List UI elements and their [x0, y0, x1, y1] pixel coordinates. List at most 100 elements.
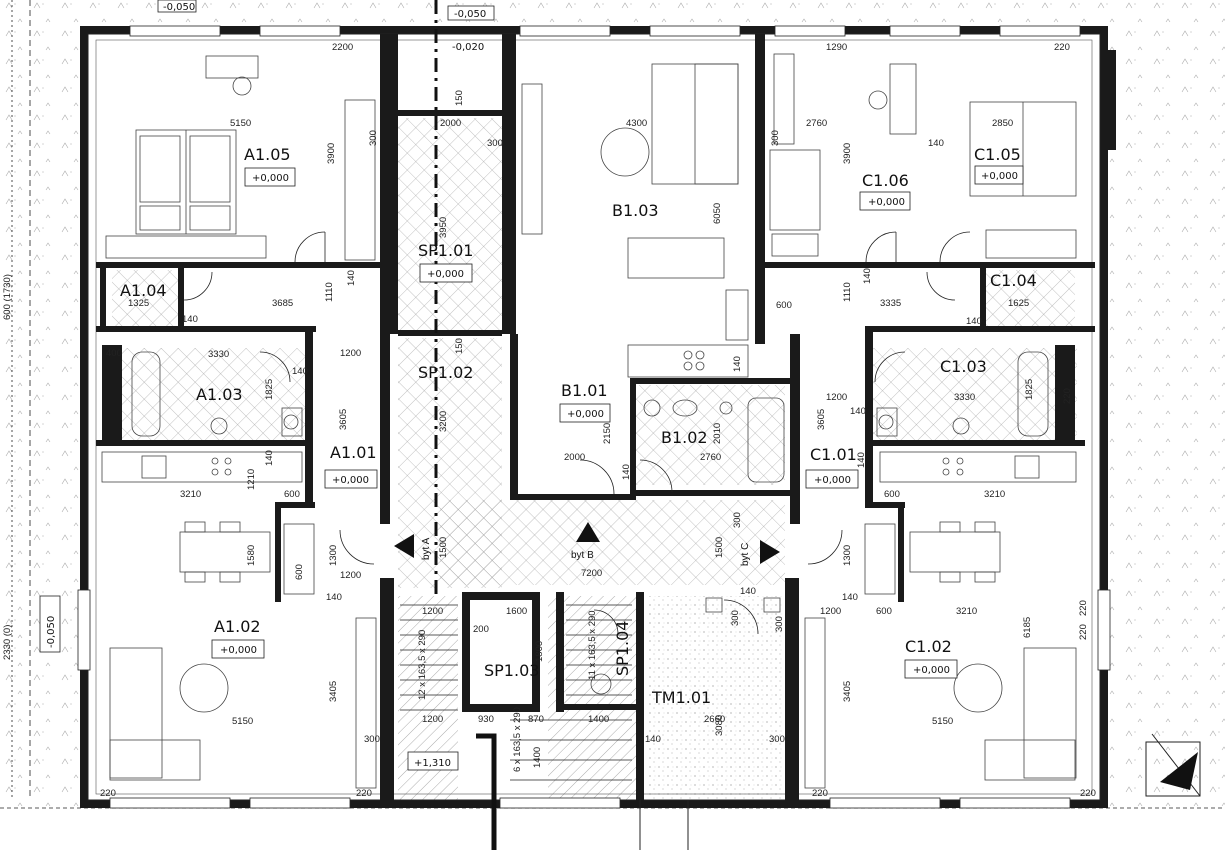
arrow-left-icon [394, 534, 414, 558]
dimension: 300 [774, 616, 785, 632]
direction-labels: byt A byt B byt C [421, 537, 751, 566]
dimension: 1400 [532, 747, 543, 768]
outside-levels: -0,050 -0,050 -0,020 -0,050 +1,310 [39, 0, 495, 769]
dimension: 200 [473, 624, 489, 635]
dimension: 150 [454, 90, 465, 106]
dimension: 150 [454, 338, 465, 354]
dimension: 6185 [1022, 617, 1033, 638]
dimension: 140 [346, 270, 357, 286]
dimension: 2660 [704, 714, 725, 725]
dimension: 11 x 163,5 x 290 [587, 610, 598, 680]
dimension: 7200 [581, 568, 602, 579]
dimension: 220 [1078, 600, 1089, 616]
dimension: 1825 [264, 379, 275, 400]
dimension: 3900 [326, 143, 337, 164]
dimension: 3330 [954, 392, 975, 403]
dimension: 2010 [712, 423, 723, 444]
dimension: 6050 [712, 203, 723, 224]
room-label: B1.01 [561, 381, 608, 400]
dimension: 1200 [422, 606, 443, 617]
dimension: 1200 [340, 570, 361, 581]
dimension: 1110 [324, 282, 335, 302]
room-label: B1.03 [612, 201, 659, 220]
dimension: 600 [776, 300, 792, 311]
room-label: SP1.02 [418, 363, 473, 382]
dimension: 600 [876, 606, 892, 617]
level-value: +0,000 [981, 171, 1018, 182]
dimension: 1500 [438, 537, 449, 558]
room-label: SP1.04 [613, 621, 632, 676]
dimension: 300 [770, 130, 781, 146]
dimension: 1400 [588, 714, 609, 725]
dimension: 140 [621, 464, 632, 480]
room-label: A1.03 [196, 385, 243, 404]
room-label: A1.01 [330, 443, 377, 462]
dimension: 3950 [438, 217, 449, 238]
dimension: 140 [264, 450, 275, 466]
level-value: -0,050 [163, 2, 195, 13]
dimension: 140 [966, 316, 982, 327]
level-value: +1,310 [414, 758, 451, 769]
dimension: 3330 [208, 349, 229, 360]
room-label: C1.03 [940, 357, 987, 376]
arrow-right-icon [760, 540, 780, 564]
level-value: +0,000 [332, 475, 369, 486]
dimension: 4300 [626, 118, 647, 129]
dimension: 220 [1054, 42, 1070, 53]
dimension: 300 [730, 610, 741, 626]
level-boxes [211, 165, 1024, 771]
room-label: C1.05 [974, 145, 1021, 164]
dimension: 600 (1730) [2, 274, 13, 320]
dimension: 140 [182, 314, 198, 325]
direction-arrows [394, 522, 780, 564]
dimension: 600 [294, 564, 305, 580]
furniture [101, 53, 1077, 789]
dimension: 3605 [816, 409, 827, 430]
level-value: +0,000 [220, 645, 257, 656]
level-value: -0,050 [46, 616, 57, 648]
level-value: -0,020 [452, 42, 484, 53]
room-label: B1.02 [661, 428, 708, 447]
dimension: 2330 (0) [2, 625, 13, 660]
direction-label: byt B [571, 550, 594, 561]
dimension-labels: 5150 3900 300 1325 3685 1110 140 140 333… [2, 42, 1096, 799]
room-label: C1.01 [810, 445, 857, 464]
dimension: 140 [292, 366, 308, 377]
dimension: 3210 [180, 489, 201, 500]
dimension: 600 [884, 489, 900, 500]
dimension: 12 x 163,5 x 290 [417, 630, 428, 700]
level-value: +0,000 [427, 269, 464, 280]
stairs [400, 0, 689, 850]
dimension: 3900 [842, 143, 853, 164]
level-value: +0,000 [913, 665, 950, 676]
level-value: +0,000 [567, 409, 604, 420]
dimension: 5150 [230, 118, 251, 129]
dimension: 300 [769, 734, 785, 745]
dimension: 2150 [602, 423, 613, 444]
dimension: 5150 [232, 716, 253, 727]
dimension: 140 [850, 406, 866, 417]
dimension: 3405 [842, 681, 853, 702]
dimension: 1325 [128, 298, 149, 309]
dimension: 930 [478, 714, 494, 725]
dimension: 3685 [272, 298, 293, 309]
dimension: 3080 [714, 715, 725, 736]
dimension: 1290 [826, 42, 847, 53]
dimension: 6 x 163,5 x 290 [512, 707, 523, 772]
dimension: 140 [645, 734, 661, 745]
dimension: 140 [732, 356, 743, 372]
dimension: 1200 [422, 714, 443, 725]
interior-walls [96, 34, 1095, 808]
dimension: 1300 [842, 545, 853, 566]
room-label: TM1.01 [651, 688, 711, 707]
room-labels: A1.05 +0,000 A1.04 A1.03 A1.01 +0,000 A1… [120, 145, 1037, 707]
dimension: 220 [1078, 624, 1089, 640]
dimension: 1800 [534, 641, 545, 662]
dimension: 3405 [328, 681, 339, 702]
dimension: 2000 [564, 452, 585, 463]
room-label: A1.05 [244, 145, 291, 164]
dimension: 140 [740, 586, 756, 597]
room-label: A1.04 [120, 281, 167, 300]
room-label: A1.02 [214, 617, 261, 636]
direction-label: byt A [421, 537, 432, 560]
